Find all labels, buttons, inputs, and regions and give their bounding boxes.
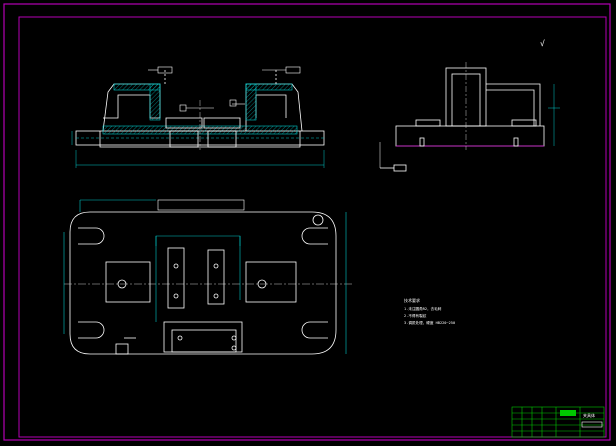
notes-line-1: 1.未注圆角R2，去毛刺 <box>404 306 442 311</box>
title-block <box>511 406 605 438</box>
front-view <box>71 70 325 168</box>
roughness-symbol: √ <box>540 39 545 48</box>
notes-line-3: 3.调质处理，硬度 HB220~250 <box>404 320 455 325</box>
inner-border <box>18 16 607 438</box>
title-block-drawing-name: 夹具体 <box>583 412 595 418</box>
side-view <box>379 62 560 172</box>
plan-view <box>64 211 352 355</box>
sheet-frame <box>3 3 611 441</box>
plan-view-dimensions <box>63 199 347 354</box>
notes-line-2: 2.不得有裂纹 <box>404 313 427 318</box>
technical-notes: 技术要求 1.未注圆角R2，去毛刺 2.不得有裂纹 3.调质处理，硬度 HB22… <box>404 297 455 325</box>
front-view-callouts <box>148 66 301 112</box>
notes-heading: 技术要求 <box>404 297 420 303</box>
outer-border <box>3 3 611 441</box>
